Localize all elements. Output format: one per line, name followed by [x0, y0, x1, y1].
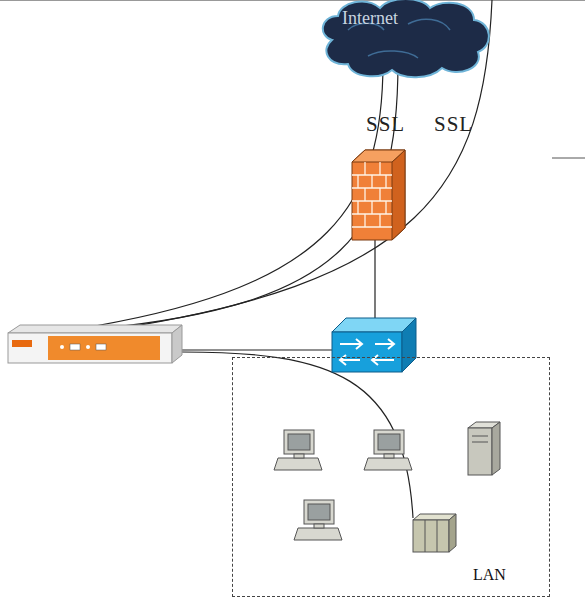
top-rule: [0, 0, 585, 1]
switch-symbol: [332, 318, 416, 372]
node-text: Internet: [342, 8, 398, 29]
lan-zone: LAN: [232, 357, 550, 597]
ssl-tunnel: [95, 0, 492, 332]
storage-symbol: [413, 514, 456, 552]
wire: [182, 352, 413, 518]
ssl-tunnel: [95, 62, 383, 326]
wire: [374, 238, 375, 320]
node-text: LAN: [473, 566, 506, 584]
wire: [182, 349, 332, 350]
computer-symbol: [294, 500, 342, 540]
vpn-appliance: [8, 325, 182, 363]
side-rule: [552, 158, 585, 159]
server-symbol: [468, 422, 500, 475]
computer-symbol: [364, 430, 412, 470]
firewall-symbol: [352, 150, 405, 240]
internet-cloud: Internet: [318, 0, 492, 80]
protocol-label: SSL: [366, 112, 405, 137]
computer-symbol: [274, 430, 322, 470]
protocol-label: SSL: [434, 112, 473, 137]
